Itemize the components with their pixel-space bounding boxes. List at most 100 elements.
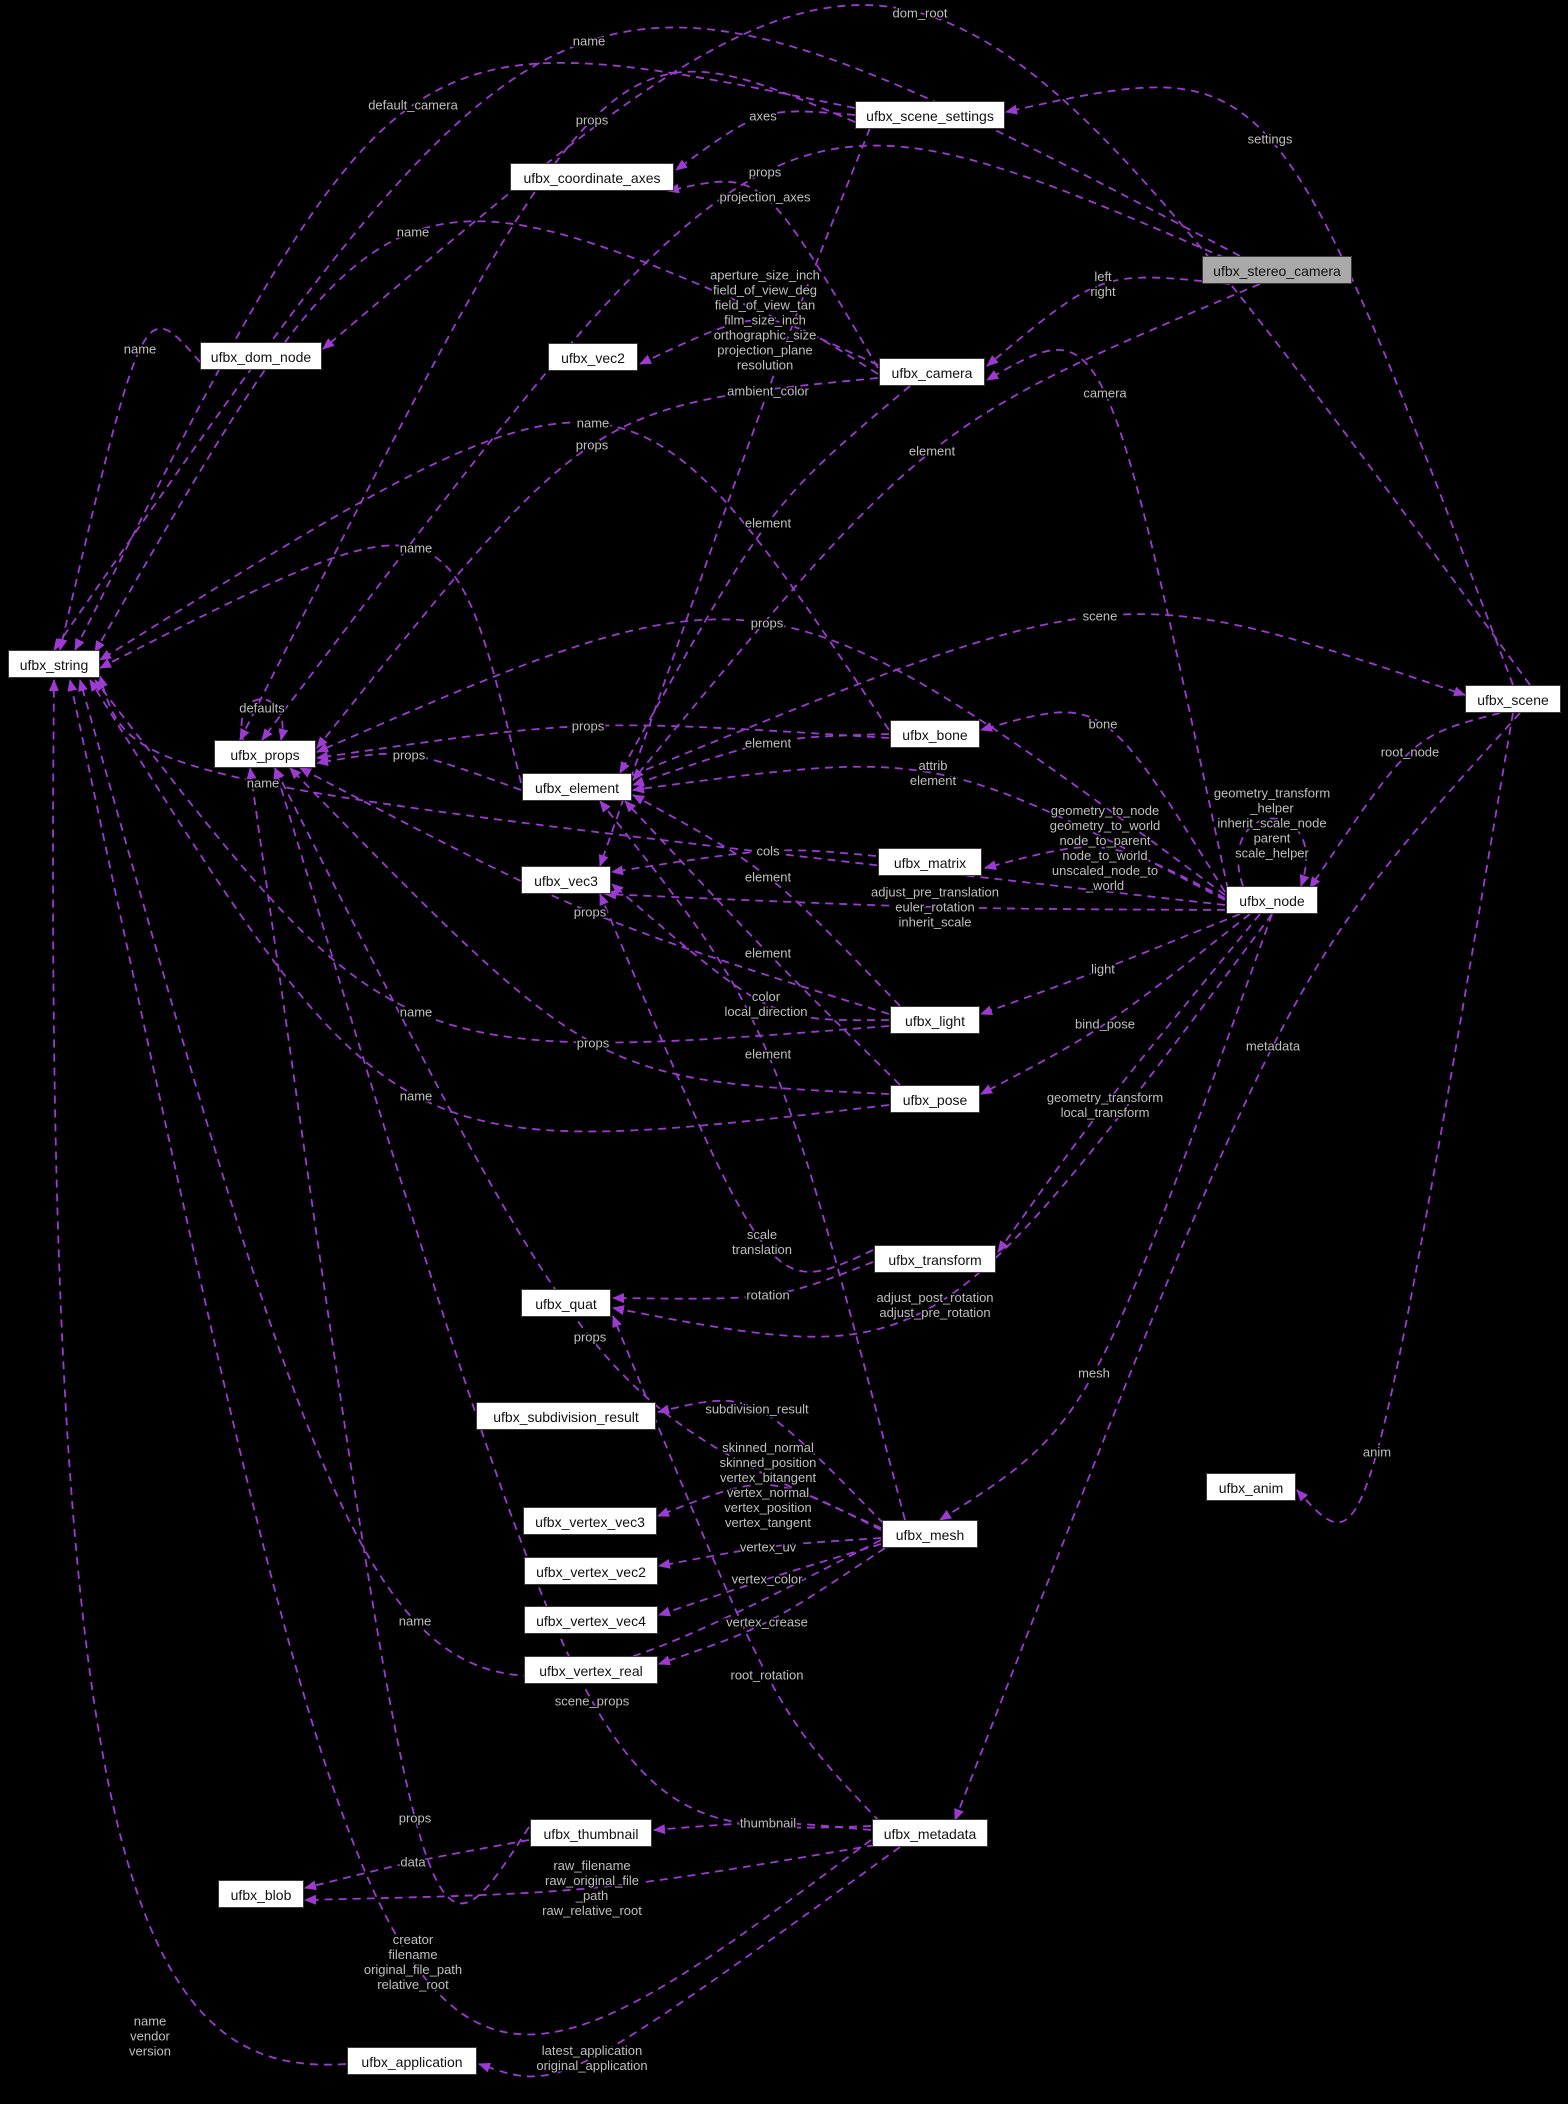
edge <box>984 846 1226 899</box>
edge-label: element <box>745 516 792 531</box>
edge-label: element <box>909 444 956 459</box>
edge <box>240 698 289 741</box>
node-ufbx_transform[interactable]: ufbx_transform <box>874 1245 996 1273</box>
edge <box>986 276 1231 367</box>
edge <box>1237 817 1310 887</box>
edge-label: light <box>1091 962 1115 977</box>
node-ufbx_vertex_vec4[interactable]: ufbx_vertex_vec4 <box>524 1606 658 1634</box>
node-ufbx_quat[interactable]: ufbx_quat <box>521 1289 611 1317</box>
edge-label: name <box>400 1005 433 1020</box>
node-ufbx_string[interactable]: ufbx_string <box>8 650 100 678</box>
edge-label: vertex_color <box>732 1572 803 1587</box>
edge <box>657 1484 882 1531</box>
edge-label: axes <box>749 109 777 124</box>
edge <box>632 733 890 787</box>
edge <box>289 767 890 1095</box>
edge-label: name <box>400 541 433 556</box>
edge <box>99 421 890 731</box>
edge-label: element <box>745 946 792 961</box>
node-ufbx_props[interactable]: ufbx_props <box>214 740 316 768</box>
node-ufbx_dom_node[interactable]: ufbx_dom_node <box>200 342 322 370</box>
edge-label: root_rotation <box>731 1668 804 1683</box>
edge-label: root_node <box>1381 745 1440 760</box>
edge <box>246 767 530 1905</box>
edge <box>316 618 1226 896</box>
node-ufbx_element[interactable]: ufbx_element <box>522 773 632 801</box>
edge-label: vertex_uv <box>740 1540 797 1555</box>
edge-label: props <box>576 438 609 453</box>
node-ufbx_mesh[interactable]: ufbx_mesh <box>882 1520 978 1548</box>
node-ufbx_application[interactable]: ufbx_application <box>347 2047 477 2075</box>
node-ufbx_vertex_vec3[interactable]: ufbx_vertex_vec3 <box>523 1507 657 1535</box>
node-ufbx_camera[interactable]: ufbx_camera <box>879 358 985 386</box>
edge-label: dom_root <box>893 6 948 21</box>
node-ufbx_vertex_real[interactable]: ufbx_vertex_real <box>524 1656 658 1684</box>
node-ufbx_vec2[interactable]: ufbx_vec2 <box>548 343 638 371</box>
node-ufbx_pose[interactable]: ufbx_pose <box>890 1085 980 1113</box>
edge-label: name <box>577 416 610 431</box>
edge <box>653 1822 872 1835</box>
edge-label: props <box>576 113 609 128</box>
node-ufbx_bone[interactable]: ufbx_bone <box>890 720 980 748</box>
node-ufbx_coordinate_axes[interactable]: ufbx_coordinate_axes <box>510 163 674 191</box>
node-ufbx_stereo_camera[interactable]: ufbx_stereo_camera <box>1202 256 1352 284</box>
edge-label: name <box>397 225 430 240</box>
edge <box>57 327 201 651</box>
edge-label: thumbnail <box>740 1816 796 1831</box>
edge <box>1296 712 1514 1524</box>
edge-label: bind_pose <box>1075 1017 1135 1032</box>
edge-label: name <box>399 1614 432 1629</box>
edge-label: default_camera <box>368 98 458 113</box>
edge-label: cols <box>756 844 780 859</box>
edge-label: name <box>573 34 606 49</box>
edge <box>316 752 522 791</box>
edge <box>1309 712 1501 889</box>
node-ufbx_vertex_vec2[interactable]: ufbx_vertex_vec2 <box>524 1557 658 1585</box>
edge-label: anim <box>1363 1445 1391 1460</box>
node-ufbx_scene[interactable]: ufbx_scene <box>1465 685 1561 713</box>
edge <box>316 724 890 762</box>
edge <box>48 679 347 2066</box>
edge <box>599 893 874 1273</box>
edge <box>632 283 1261 781</box>
node-ufbx_metadata[interactable]: ufbx_metadata <box>872 1819 988 1847</box>
edge <box>997 913 1261 1253</box>
edge <box>94 220 879 653</box>
edge-label: rotation <box>746 1288 789 1303</box>
node-ufbx_thumbnail[interactable]: ufbx_thumbnail <box>530 1819 652 1847</box>
edge <box>94 679 890 1044</box>
edge-label: data <box>400 1855 426 1870</box>
edge <box>986 349 1229 891</box>
edge <box>675 110 856 171</box>
node-ufbx_scene_settings[interactable]: ufbx_scene_settings <box>855 101 1005 129</box>
edge <box>239 70 856 741</box>
node-ufbx_vec3[interactable]: ufbx_vec3 <box>521 866 611 894</box>
edge <box>611 849 877 876</box>
edge <box>74 61 856 651</box>
node-ufbx_anim[interactable]: ufbx_anim <box>1206 1473 1296 1501</box>
edge-label: vertex_crease <box>726 1615 808 1630</box>
edge-label: subdivision_result <box>705 1402 809 1417</box>
edge <box>980 913 1251 1095</box>
edge <box>598 127 871 867</box>
edge-label: camera <box>1083 386 1127 401</box>
edge-label: props <box>751 616 784 631</box>
node-ufbx_matrix[interactable]: ufbx_matrix <box>878 848 982 876</box>
edge-label: props <box>574 1330 607 1345</box>
node-ufbx_light[interactable]: ufbx_light <box>890 1006 980 1034</box>
node-ufbx_blob[interactable]: ufbx_blob <box>218 1880 304 1908</box>
edge <box>619 385 911 774</box>
node-ufbx_node[interactable]: ufbx_node <box>1226 886 1318 914</box>
edge-label: scene <box>1083 609 1118 624</box>
edge <box>624 800 901 1086</box>
edge-label: mesh <box>1078 1366 1110 1381</box>
edge-label: props <box>393 748 426 763</box>
node-ufbx_subdivision_result[interactable]: ufbx_subdivision_result <box>476 1402 656 1430</box>
